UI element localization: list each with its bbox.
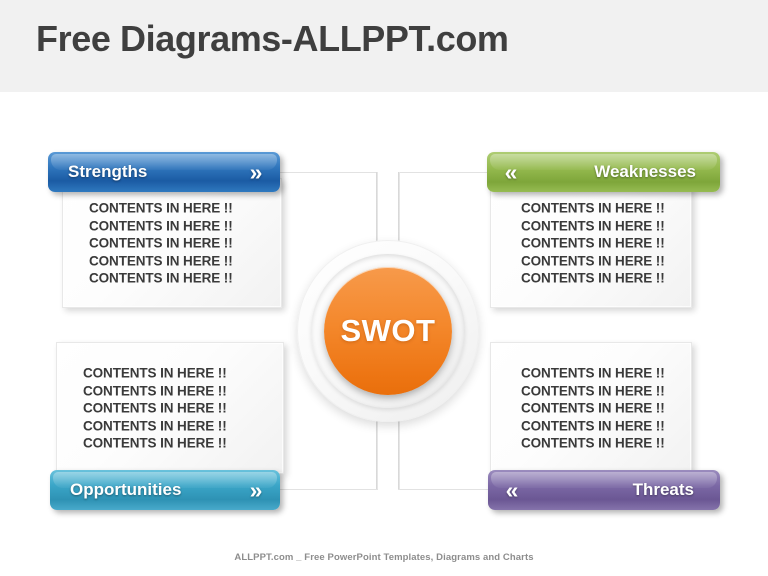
content-line: CONTENTS IN HERE !! [89, 270, 233, 286]
banner-threats[interactable]: « Threats [488, 470, 720, 510]
banner-strengths[interactable]: Strengths » [48, 152, 280, 192]
chevron-double-right-icon: » [249, 158, 263, 185]
swot-hub-label: SWOT [340, 313, 436, 348]
content-line: CONTENTS IN HERE !! [521, 270, 665, 286]
content-line: CONTENTS IN HERE !! [521, 365, 665, 381]
connector-top-right-horizontal [398, 172, 490, 173]
chevron-double-left-icon: « [505, 476, 519, 503]
content-line: CONTENTS IN HERE !! [521, 435, 665, 451]
connector-bottom-left-horizontal [278, 489, 378, 490]
content-line: CONTENTS IN HERE !! [521, 200, 665, 216]
banner-weaknesses[interactable]: « Weaknesses [487, 152, 720, 192]
panel-strengths[interactable]: CONTENTS IN HERE !! CONTENTS IN HERE !! … [62, 178, 282, 308]
content-line: CONTENTS IN HERE !! [521, 417, 665, 433]
banner-threats-label: Threats [632, 480, 694, 499]
panel-threats-lines: CONTENTS IN HERE !! CONTENTS IN HERE !! … [491, 364, 691, 452]
panel-threats[interactable]: CONTENTS IN HERE !! CONTENTS IN HERE !! … [490, 342, 692, 474]
swot-hub[interactable]: SWOT [297, 240, 479, 422]
panel-opportunities-lines: CONTENTS IN HERE !! CONTENTS IN HERE !! … [57, 364, 283, 452]
content-line: CONTENTS IN HERE !! [83, 435, 227, 451]
content-line: CONTENTS IN HERE !! [521, 235, 665, 251]
banner-weaknesses-label: Weaknesses [594, 162, 696, 181]
diagram-stage: CONTENTS IN HERE !! CONTENTS IN HERE !! … [0, 92, 768, 576]
content-line: CONTENTS IN HERE !! [521, 217, 665, 233]
content-line: CONTENTS IN HERE !! [521, 252, 665, 268]
page-title: Free Diagrams-ALLPPT.com [36, 18, 509, 59]
content-line: CONTENTS IN HERE !! [521, 382, 665, 398]
connector-top-right-vertical [398, 172, 400, 282]
connector-bottom-right-vertical [398, 380, 400, 490]
content-line: CONTENTS IN HERE !! [89, 200, 233, 216]
chevron-double-right-icon: » [249, 476, 263, 503]
chevron-double-left-icon: « [504, 158, 518, 185]
connector-top-left-vertical [376, 172, 378, 282]
content-line: CONTENTS IN HERE !! [89, 252, 233, 268]
content-line: CONTENTS IN HERE !! [83, 400, 227, 416]
content-line: CONTENTS IN HERE !! [83, 365, 227, 381]
swot-hub-ring: SWOT [311, 254, 465, 408]
banner-strengths-label: Strengths [68, 162, 148, 181]
panel-weaknesses[interactable]: CONTENTS IN HERE !! CONTENTS IN HERE !! … [490, 178, 692, 308]
content-line: CONTENTS IN HERE !! [89, 235, 233, 251]
swot-hub-core: SWOT [324, 267, 452, 395]
content-line: CONTENTS IN HERE !! [83, 417, 227, 433]
content-line: CONTENTS IN HERE !! [89, 217, 233, 233]
banner-opportunities-label: Opportunities [70, 480, 182, 499]
connector-bottom-right-horizontal [398, 489, 490, 490]
header-band: Free Diagrams-ALLPPT.com [0, 0, 768, 92]
panel-opportunities[interactable]: CONTENTS IN HERE !! CONTENTS IN HERE !! … [56, 342, 284, 474]
connector-bottom-left-vertical [376, 380, 378, 490]
banner-opportunities[interactable]: Opportunities » [50, 470, 280, 510]
footer-credit: ALLPPT.com _ Free PowerPoint Templates, … [234, 552, 534, 563]
panel-weaknesses-lines: CONTENTS IN HERE !! CONTENTS IN HERE !! … [491, 199, 691, 287]
content-line: CONTENTS IN HERE !! [83, 382, 227, 398]
panel-strengths-lines: CONTENTS IN HERE !! CONTENTS IN HERE !! … [63, 199, 281, 287]
content-line: CONTENTS IN HERE !! [521, 400, 665, 416]
connector-top-left-horizontal [278, 172, 378, 173]
